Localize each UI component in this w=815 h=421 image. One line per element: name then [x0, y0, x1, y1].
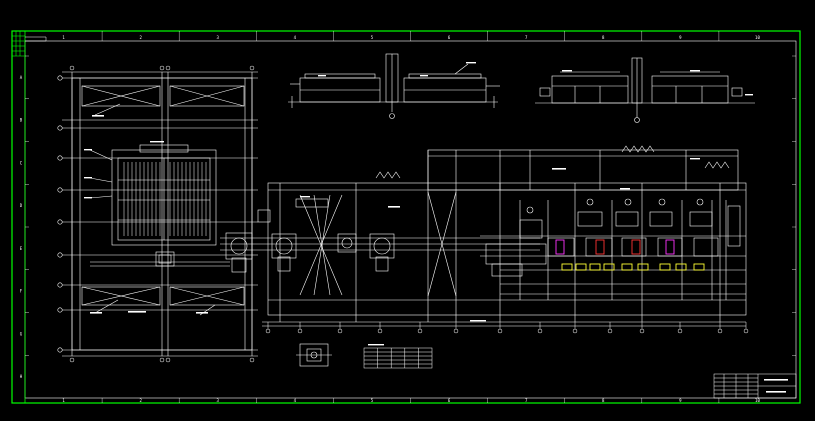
zone-number-top: 4: [294, 35, 297, 40]
axis-bubble: [265, 328, 271, 334]
zone-letter-left: G: [20, 331, 23, 336]
axis-bubble: [159, 65, 165, 71]
zone-number-bottom: 8: [602, 398, 605, 403]
zone-letter-left: C: [20, 160, 23, 165]
axis-bubble: [677, 328, 683, 334]
title-block: [713, 373, 797, 399]
storage-plan-label-marks: [84, 115, 208, 314]
zone-number-bottom: 1: [62, 398, 65, 403]
axis-bubble: [249, 357, 255, 363]
highlighted-components: [555, 239, 705, 271]
zone-number-top: 3: [217, 35, 220, 40]
sheet-frame: 1 1 2 2 3 3 4 4 5 5 6 6 7 7 8 8 9 9 10 10 A B C D E F G H: [11, 30, 801, 404]
axis-bubble: [69, 357, 75, 363]
axis-bubble: [572, 328, 578, 334]
elevation-view-1-dots: [318, 62, 476, 77]
zone-number-top: 2: [139, 35, 142, 40]
axis-bubble: [165, 357, 171, 363]
elevation-view-2: [535, 57, 755, 123]
axis-bubble: [417, 328, 423, 334]
zone-number-top: 6: [448, 35, 451, 40]
detail-symbol: [296, 343, 332, 367]
axis-bubble: [453, 328, 459, 334]
axis-bubble: [377, 328, 383, 334]
axis-bubble: [297, 328, 303, 334]
zone-letter-left: D: [20, 203, 23, 208]
top-zone-markers: 1 1 2 2 3 3 4 4 5 5 6 6 7 7 8 8 9 9 10 10: [62, 31, 760, 403]
zone-number-bottom: 6: [448, 398, 451, 403]
zone-number-bottom: 4: [294, 398, 297, 403]
bottom-axis-bubbles: [69, 65, 749, 363]
binding-strip: [11, 30, 26, 404]
process-line-plan: [220, 145, 747, 327]
inner-border: [24, 40, 797, 399]
axis-bubble: [717, 328, 723, 334]
zone-number-bottom: 3: [217, 398, 220, 403]
zone-letter-left: H: [20, 374, 23, 379]
axis-bubble: [607, 328, 613, 334]
storage-building-plan: [57, 71, 258, 357]
zone-number-bottom: 10: [755, 398, 760, 403]
axis-bubble: [69, 65, 75, 71]
binding-strip-hatch: [12, 31, 25, 57]
zone-number-top: 7: [525, 35, 528, 40]
dense-equipment-cluster: [500, 198, 746, 300]
zone-number-bottom: 5: [371, 398, 374, 403]
axis-bubble: [159, 357, 165, 363]
zone-number-top: 5: [371, 35, 374, 40]
corner-tab: [25, 36, 47, 42]
zone-letter-left: B: [20, 118, 23, 123]
left-zone-markers: A B C D E F G H: [20, 55, 796, 379]
axis-bubble: [249, 65, 255, 71]
zone-number-top: 1: [62, 35, 65, 40]
title-mark: [764, 379, 788, 381]
elevation-view-2-dots: [562, 70, 753, 96]
drawing-number-mark: [766, 391, 786, 393]
legend-heading-mark: [368, 344, 384, 346]
drive-units: [225, 198, 547, 277]
legend-table: [363, 344, 433, 369]
zone-number-top: 9: [679, 35, 682, 40]
zone-number-top: 8: [602, 35, 605, 40]
process-line-label-marks: [300, 158, 700, 322]
axis-bubble: [165, 65, 171, 71]
zone-number-bottom: 9: [679, 398, 682, 403]
axis-bubble: [537, 328, 543, 334]
axis-bubble: [337, 328, 343, 334]
axis-bubble: [743, 328, 749, 334]
axis-bubble: [497, 328, 503, 334]
zone-number-bottom: 2: [139, 398, 142, 403]
zone-number-top: 10: [755, 35, 760, 40]
legend-table-border: [363, 347, 433, 369]
elevation-view-1: [288, 53, 500, 119]
zone-letter-left: E: [20, 246, 23, 251]
zone-number-bottom: 7: [525, 398, 528, 403]
zone-letter-left: A: [20, 75, 23, 80]
zone-letter-left: F: [20, 289, 23, 294]
axis-bubble: [639, 328, 645, 334]
